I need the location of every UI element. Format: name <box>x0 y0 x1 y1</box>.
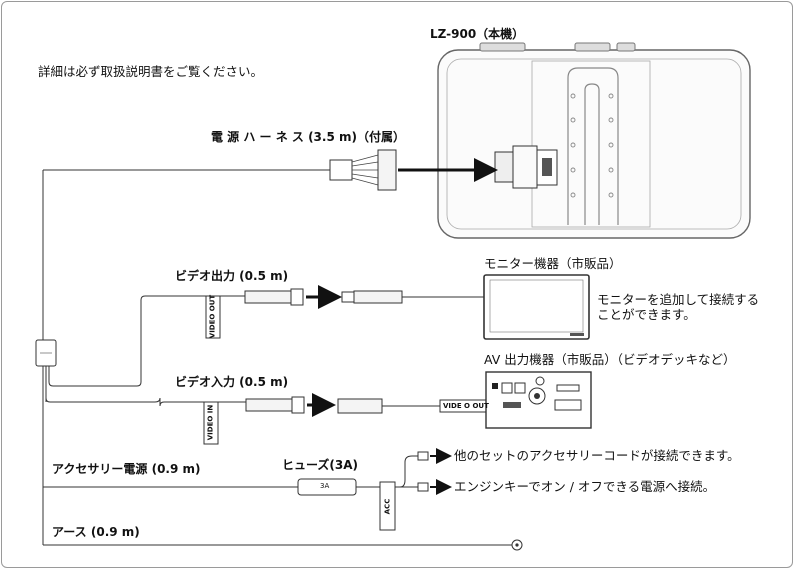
monitor-device <box>483 274 590 340</box>
av-device-label: AV 出力機器（市販品）（ビデオデッキなど） <box>484 352 736 367</box>
video-in-tag: VIDEO IN <box>206 404 215 441</box>
power-harness-connector <box>43 149 498 191</box>
monitor-label: モニター機器（市販品） <box>484 256 622 271</box>
video-in-label: ビデオ入力 (0.5 m) <box>175 375 289 389</box>
video-out-label: ビデオ出力 (0.5 m) <box>175 269 289 283</box>
main-unit-label: LZ-900（本機） <box>430 27 525 41</box>
monitor-note-line1: モニターを追加して接続する <box>597 292 760 307</box>
ground-label: アース (0.9 m) <box>52 525 140 539</box>
wiring-trunk <box>42 170 512 546</box>
monitor-note-line2: ことができます。 <box>597 307 696 322</box>
accessory-output-line1: 他のセットのアクセサリーコードが接続できます。 <box>454 448 740 463</box>
accessory-power-label: アクセサリー電源 (0.9 m) <box>52 462 201 476</box>
video-out-tag: VIDEO OUT <box>208 294 217 339</box>
av-output-device <box>485 371 592 429</box>
accessory-output-line2: エンジンキーでオン / オフできる電源へ接続。 <box>454 479 716 494</box>
av-port-label: VIDE O OUT <box>443 402 489 410</box>
video-out-cable <box>205 285 484 339</box>
main-unit <box>437 42 751 239</box>
accessory-power-wiring <box>297 448 452 531</box>
fuse-label: ヒューズ(3A) <box>282 458 359 472</box>
ground-terminal <box>511 539 523 551</box>
acc-tag: ACC <box>383 498 392 515</box>
power-harness-label: 電 源 ハ ー ネ ス (3.5 m)（付属） <box>211 130 405 144</box>
manual-note: 詳細は必ず取扱説明書をご覧ください。 <box>38 64 264 79</box>
video-in-cable <box>203 393 487 445</box>
fuse-rating: 3A <box>320 482 330 490</box>
